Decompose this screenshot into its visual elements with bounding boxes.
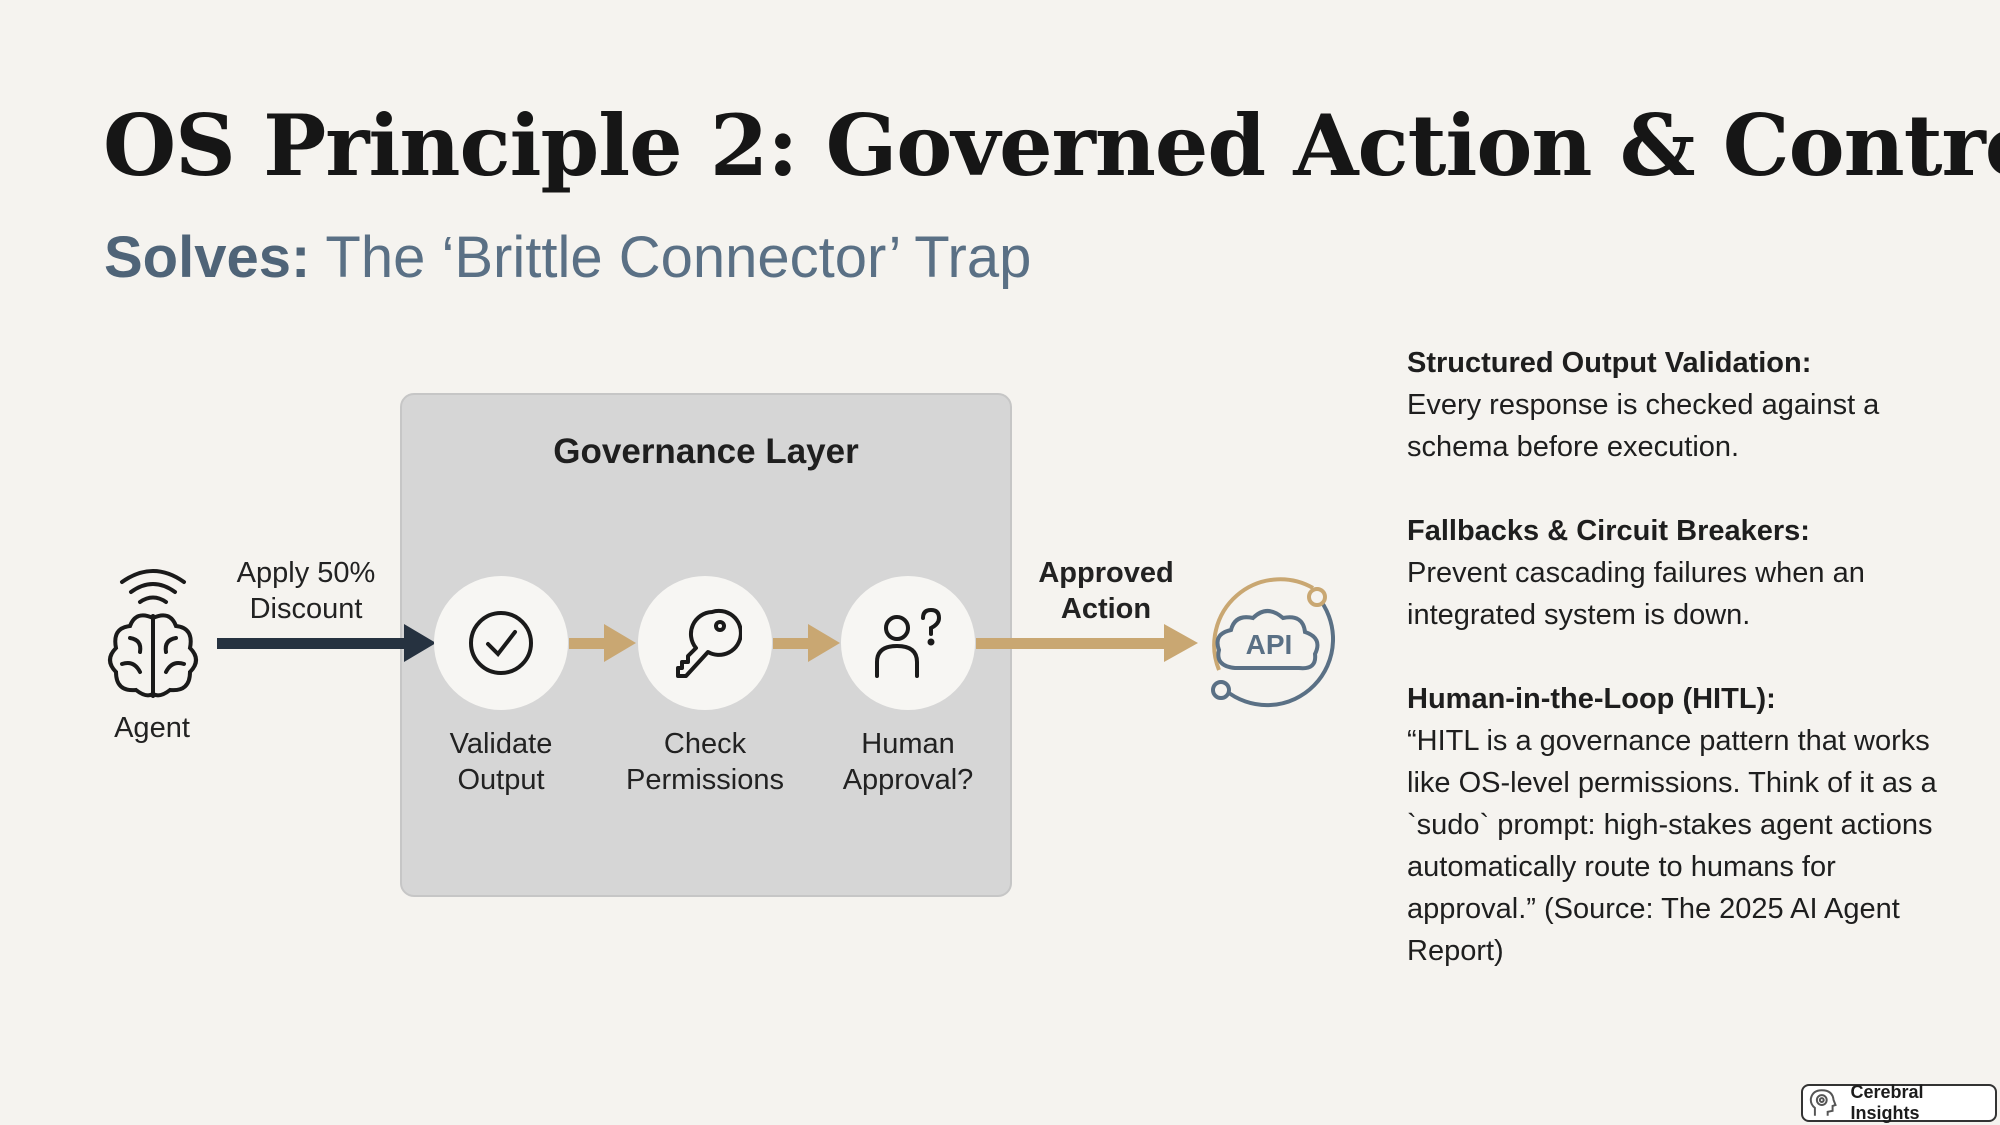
output-label-line2: Action [1060, 593, 1152, 625]
key-icon [676, 608, 742, 678]
point-structured-output: Structured Output Validation: Every respo… [1407, 342, 1967, 468]
head-logo-icon [1809, 1089, 1837, 1116]
input-arrow [217, 624, 436, 662]
agent-label: Agent [114, 712, 190, 744]
point-heading: Structured Output Validation: [1407, 347, 1812, 379]
check-permissions-step [638, 576, 772, 710]
step-label-line1: Validate [449, 728, 553, 760]
subtitle-prefix: Solves: [104, 225, 311, 290]
step-label-line1: Check [663, 728, 747, 760]
agent-brain-icon [108, 569, 198, 698]
point-body: Prevent cascading failures when an integ… [1407, 557, 1865, 631]
page-title: OS Principle 2: Governed Action & Contro… [103, 96, 2000, 195]
point-body: “HITL is a governance pattern that works… [1407, 725, 1937, 967]
brand-name: Cerebral Insights [1850, 1082, 1924, 1123]
point-fallbacks: Fallbacks & Circuit Breakers: Prevent cas… [1407, 510, 1967, 636]
human-approval-step [841, 576, 975, 710]
gold-arrows [569, 624, 1198, 662]
step-label-line2: Approval? [842, 764, 974, 796]
person-question-icon [875, 607, 942, 678]
input-label-line2: Discount [249, 593, 363, 625]
input-label: Apply 50% Discount [186, 555, 426, 627]
check-circle-icon [469, 611, 533, 675]
point-body: Every response is checked against a sche… [1407, 389, 1880, 463]
step-label-line1: Human [861, 728, 955, 760]
subtitle-text: The ‘Brittle Connector’ Trap [310, 225, 1032, 290]
step-label-line2: Permissions [626, 764, 784, 796]
point-heading: Human-in-the-Loop (HITL): [1407, 683, 1776, 715]
step-label-line2: Output [457, 764, 545, 796]
input-label-line1: Apply 50% [236, 557, 376, 589]
api-label: API [1246, 629, 1293, 660]
point-heading: Fallbacks & Circuit Breakers: [1407, 515, 1810, 547]
subtitle: Solves: The ‘Brittle Connector’ Trap [104, 224, 1031, 291]
output-label-line1: Approved [1038, 557, 1174, 589]
point-hitl: Human-in-the-Loop (HITL): “HITL is a gove… [1407, 678, 1947, 972]
governance-layer-title: Governance Layer [553, 432, 859, 471]
validate-output-step [434, 576, 568, 710]
api-cloud-icon: API [1211, 577, 1336, 708]
brand-badge: Cerebral Insights [1801, 1082, 1997, 1123]
